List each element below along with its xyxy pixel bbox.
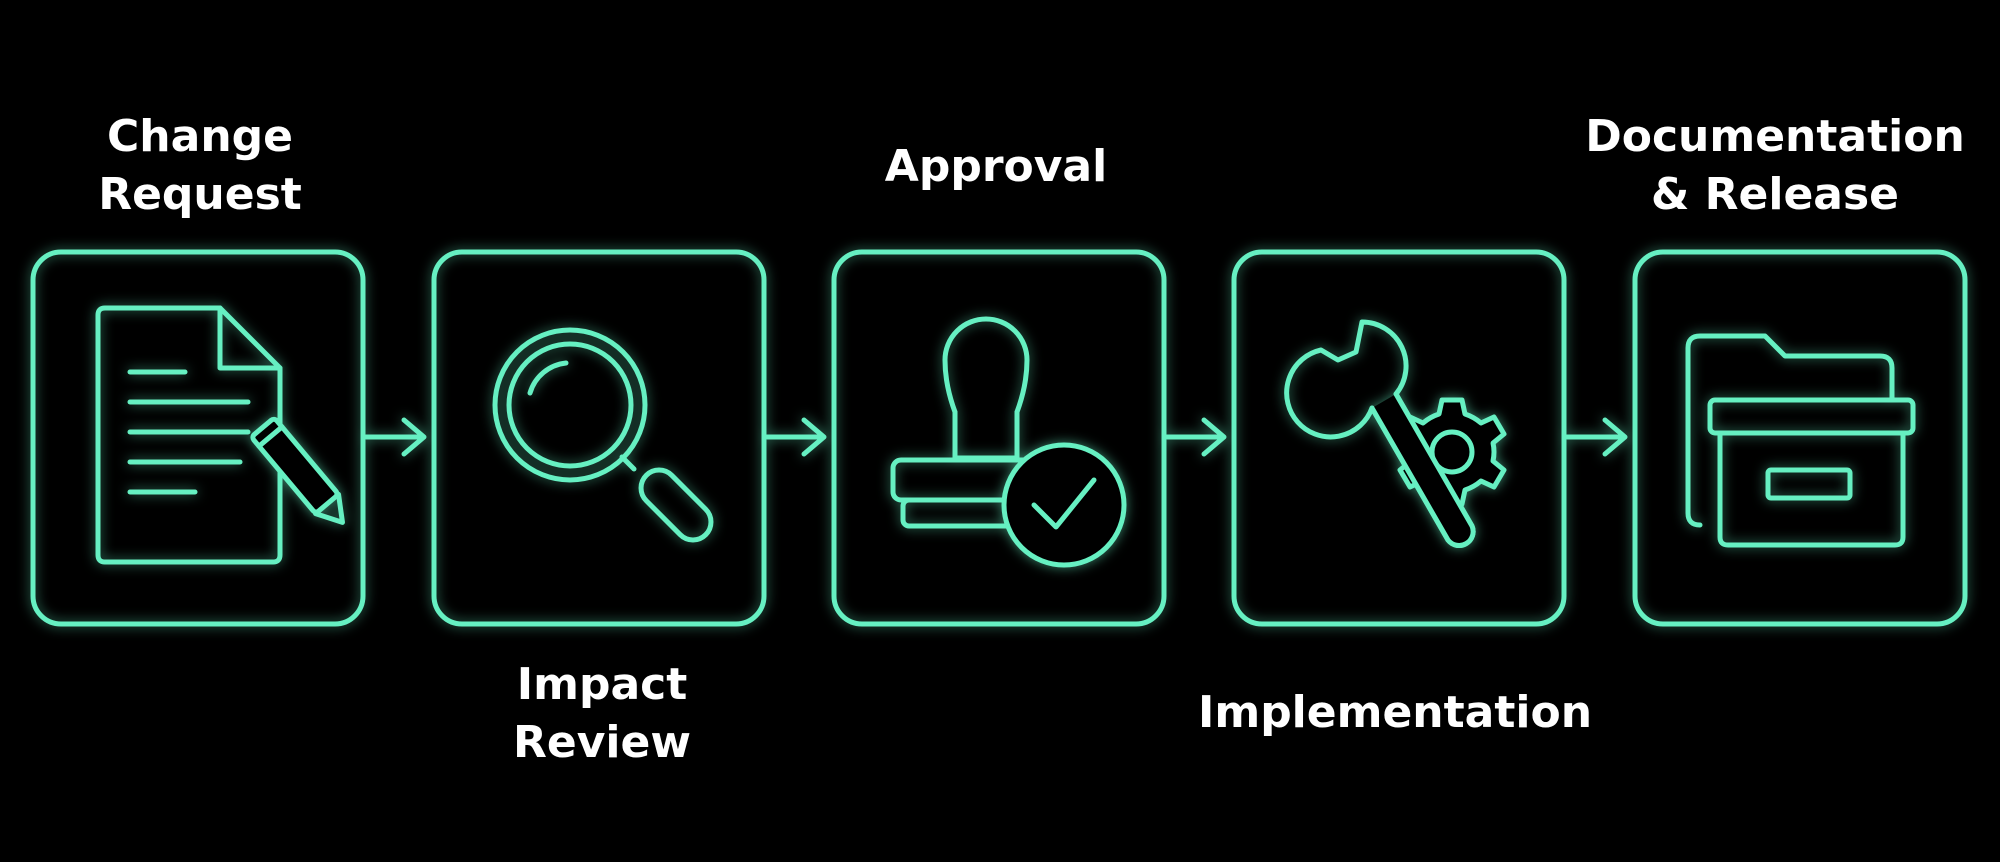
step-box-change-request [30, 249, 366, 627]
archive-box-icon [1685, 333, 1916, 548]
step-label-change-request: Change Request [98, 111, 302, 220]
step-label-approval: Approval [884, 141, 1108, 192]
step-box-impact-review [431, 249, 767, 627]
step-box-documentation-release [1632, 249, 1968, 627]
document-edit-icon [95, 305, 345, 565]
arrow-1-icon [363, 417, 427, 457]
step-box-implementation [1231, 249, 1567, 627]
arrow-3-icon [1164, 417, 1227, 457]
magnifier-icon [492, 327, 714, 543]
arrow-2-icon [764, 417, 827, 457]
step-label-documentation-release: Documentation & Release [1585, 111, 1965, 220]
approval-stamp-icon [890, 316, 1127, 568]
wrench-gear-icon [1284, 319, 1507, 548]
step-box-approval [831, 249, 1167, 627]
step-label-impact-review: Impact Review [513, 659, 691, 768]
step-label-implementation: Implementation [1197, 687, 1593, 738]
arrow-4-icon [1564, 417, 1628, 457]
